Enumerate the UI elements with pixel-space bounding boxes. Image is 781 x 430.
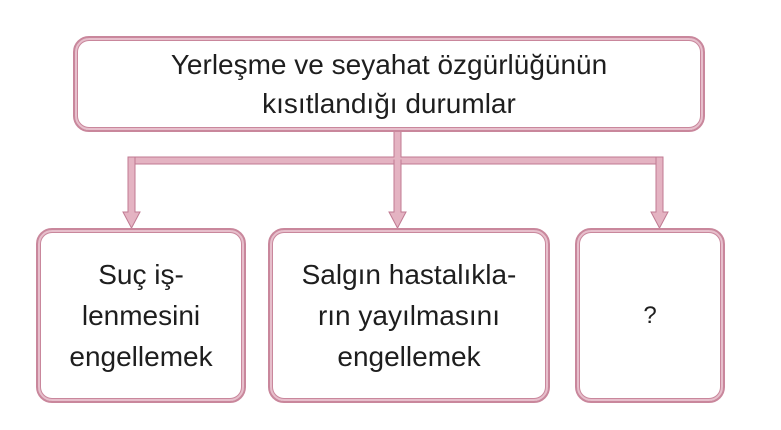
child-node-unknown: ?	[575, 228, 725, 403]
child-node-crime-prevention: Suç iş- lenmesini engellemek	[36, 228, 246, 403]
child-node-label: Salgın hastalıkla- rın yayılmasını engel…	[301, 259, 517, 372]
drop-connector-1	[127, 156, 136, 214]
root-node-label: Yerleşme ve seyahat özgürlüğünün kısıtla…	[170, 49, 608, 119]
drop-connector-2	[393, 159, 402, 214]
arrow-head-2	[388, 211, 407, 230]
drop-connector-3	[655, 156, 664, 214]
trunk-connector	[393, 129, 402, 159]
horizontal-connector	[127, 156, 664, 165]
arrow-head-3	[650, 211, 669, 230]
child-node-epidemic-prevention: Salgın hastalıkla- rın yayılmasını engel…	[268, 228, 550, 403]
arrow-head-1	[122, 211, 141, 230]
root-node: Yerleşme ve seyahat özgürlüğünün kısıtla…	[73, 36, 705, 132]
question-mark-label: ?	[643, 302, 657, 329]
child-node-label: Suç iş- lenmesini engellemek	[69, 259, 213, 372]
